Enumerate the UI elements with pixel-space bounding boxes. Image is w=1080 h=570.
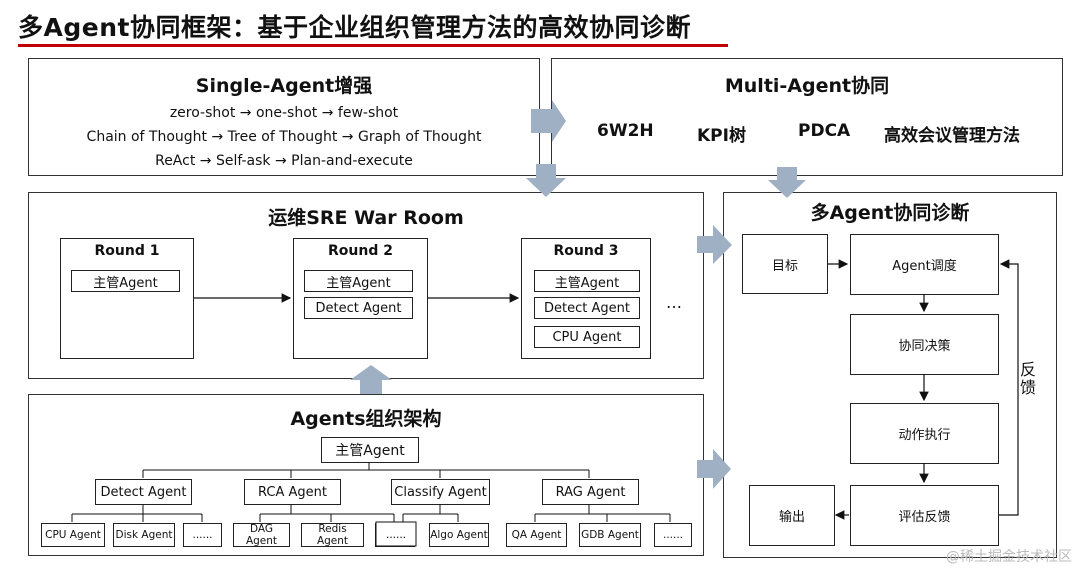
single-to-warroom-arrow [526,164,566,197]
org-leaf-disk: Disk Agent [113,523,175,547]
multi-agent-title: Multi-Agent协同 [724,75,890,97]
diagnosis-step-decision: 协同决策 [850,314,999,375]
title-underline [18,44,728,47]
org-leaf-detect-more: ...... [183,523,222,547]
watermark: @稀土掘金技术社区 [946,549,1072,565]
method-kpi-tree: KPI树 [697,126,746,146]
multi-agent-panel: Multi-Agent协同 6W2H KPI树 PDCA 高效会议管理方法 [551,58,1063,176]
round-3-agent-1: 主管Agent [534,270,640,292]
org-leaf-classify-more-box [375,521,417,547]
round-2-agent-1: 主管Agent [304,270,413,292]
org-group-rag: RAG Agent [542,479,639,505]
diagnosis-panel: 多Agent协同诊断 目标 Agent调度 协同决策 动作执行 评估反馈 输出 … [723,192,1057,558]
round-1-agent-1: 主管Agent [71,270,180,292]
org-panel: Agents组织架构 主管Agent Detect Agent RCA Agen… [28,394,704,556]
method-pdca: PDCA [798,121,851,141]
method-6w2h: 6W2H [597,121,654,141]
diagnosis-step-evaluate: 评估反馈 [850,485,999,546]
org-leaf-gdb: GDB Agent [579,523,641,547]
rounds-ellipsis: … [666,293,682,312]
war-room-title: 运维SRE War Room [268,207,464,229]
war-room-panel: 运维SRE War Room Round 1 主管Agent Round 2 主… [28,192,704,379]
single-agent-line-3: ReAct → Self-ask → Plan-and-execute [155,153,413,169]
org-leaf-redis: Redis Agent [301,523,364,547]
round-2: Round 2 主管Agent Detect Agent [293,238,428,359]
round-3: Round 3 主管Agent Detect Agent CPU Agent [521,238,651,359]
round-1: Round 1 主管Agent [60,238,194,359]
round-3-agent-3: CPU Agent [534,326,640,348]
org-leaf-classify-more-text: ...... [386,529,406,541]
single-to-multi-arrow [531,100,566,142]
round-3-title: Round 3 [553,243,619,259]
org-to-diagnosis-arrow [697,449,731,489]
round-2-agent-2: Detect Agent [304,297,413,319]
page-title: 多Agent协同框架：基于企业组织管理方法的高效协同诊断 [18,13,691,42]
single-agent-panel: Single-Agent增强 zero-shot → one-shot → fe… [28,58,540,176]
org-to-warroom-arrow [350,365,392,394]
round-2-title: Round 2 [328,243,393,259]
org-leaf-rag-more: ...... [654,523,692,547]
method-meeting: 高效会议管理方法 [884,126,1020,146]
diagnosis-goal: 目标 [742,234,828,294]
org-group-detect: Detect Agent [95,479,192,505]
round-3-agent-2: Detect Agent [534,297,640,319]
single-agent-line-1: zero-shot → one-shot → few-shot [169,105,399,121]
org-leaf-cpu: CPU Agent [41,523,105,547]
single-agent-line-2: Chain of Thought → Tree of Thought → Gra… [86,129,482,145]
org-root: 主管Agent [321,437,419,463]
org-leaf-algo: Algo Agent [429,523,489,547]
org-tree-lines [71,462,671,522]
block-arrows [350,100,806,489]
org-leaf-dag: DAG Agent [233,523,290,547]
org-title: Agents组织架构 [290,408,442,430]
feedback-loop-arrow [999,259,1019,516]
diagnosis-title: 多Agent协同诊断 [810,202,970,224]
multi-to-diagnosis-arrow [768,167,806,198]
warroom-to-diagnosis-arrow [697,225,732,264]
diagnosis-feedback-label: 反馈 [1020,360,1037,397]
diagnosis-output: 输出 [749,485,835,546]
single-agent-title: Single-Agent增强 [195,75,373,97]
org-leaf-qa: QA Agent [506,523,567,547]
round-1-title: Round 1 [94,243,160,259]
org-group-rca: RCA Agent [244,479,341,505]
diagnosis-step-execute: 动作执行 [850,403,999,464]
